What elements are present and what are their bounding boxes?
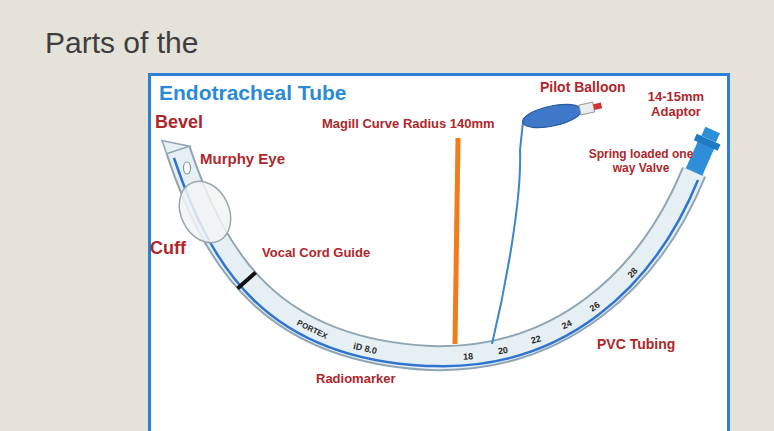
radiomarker-line <box>426 365 434 368</box>
panel-ground <box>148 73 730 431</box>
part-label: Cuff <box>150 238 186 259</box>
valve-body <box>579 102 595 115</box>
valve-symbol <box>579 101 603 115</box>
tube-body <box>178 150 694 358</box>
depth-mark: 20 <box>497 346 508 356</box>
part-label: Pilot Balloon <box>540 79 626 95</box>
part-label: Radiomarker <box>316 372 395 387</box>
part-label: Spring loaded one way Valve <box>588 148 694 176</box>
pilot-line <box>492 122 523 344</box>
murphy-eye-hole <box>184 162 191 174</box>
part-label: Vocal Cord Guide <box>262 246 370 261</box>
part-label: Magill Curve Radius 140mm <box>322 117 495 132</box>
bevel-tip <box>162 141 189 154</box>
slide-title: Parts of the <box>45 26 198 60</box>
depth-mark: 18 <box>463 352 473 362</box>
pilot-balloon <box>521 100 584 132</box>
adaptor-top <box>701 127 720 143</box>
part-label: Murphy Eye <box>200 150 285 167</box>
valve-tip <box>593 102 602 110</box>
part-label: PVC Tubing <box>597 336 675 352</box>
panel-heading: Endotracheal Tube <box>159 81 346 105</box>
tube-outline <box>178 150 694 358</box>
vocal-cord-band <box>238 272 256 288</box>
part-label: Bevel <box>155 112 203 133</box>
radiomarker-line <box>434 180 698 366</box>
part-label: 14-15mm Adaptor <box>636 90 716 120</box>
magill-radius-line <box>455 138 458 344</box>
